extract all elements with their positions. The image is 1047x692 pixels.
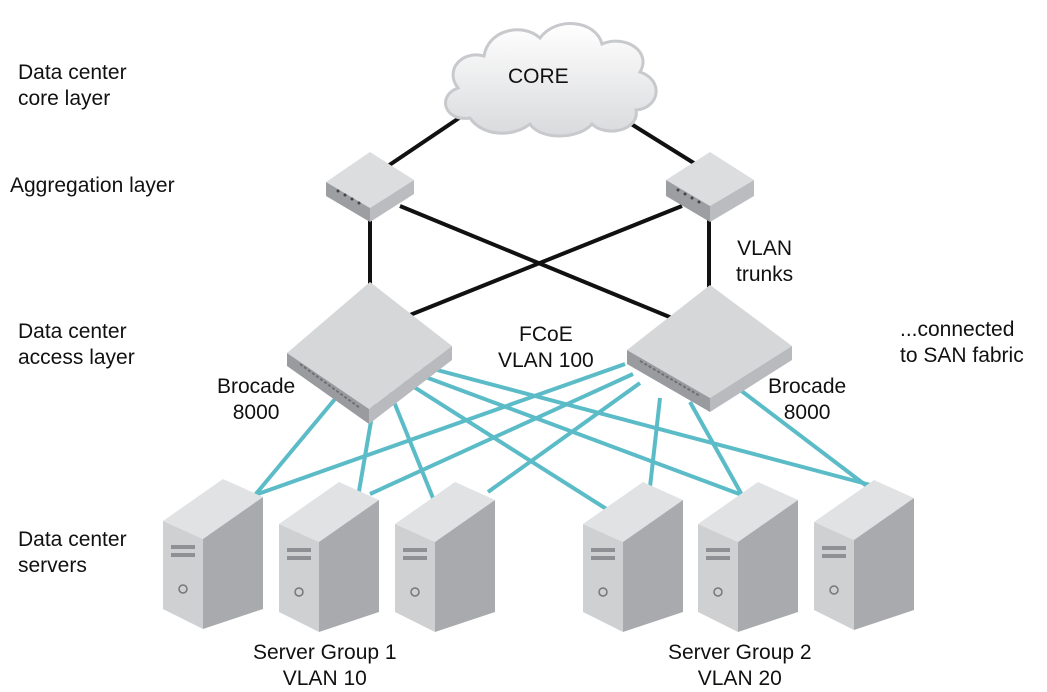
aggregation-layer-label: Aggregation layer xyxy=(10,174,175,197)
access-switch-left xyxy=(287,282,452,424)
fcoe-link xyxy=(733,384,874,492)
access-switch-right xyxy=(627,285,792,412)
vlan-trunks-label-line2: trunks xyxy=(736,263,794,286)
core-cloud xyxy=(444,22,658,138)
access-layer-label-line1: Data center xyxy=(18,320,127,343)
server-group-2-vlan: VLAN 20 xyxy=(697,667,782,690)
servers-label-line2: servers xyxy=(18,554,87,577)
fcoe-link xyxy=(388,391,437,504)
servers-label-line1: Data center xyxy=(18,528,127,551)
server-group-1-name: Server Group 1 xyxy=(253,641,397,664)
server-group-2-name: Server Group 2 xyxy=(668,641,812,664)
trunk-cross-b xyxy=(409,204,683,317)
core-layer-label-line2: core layer xyxy=(18,87,111,110)
server-group-1-vlan: VLAN 10 xyxy=(282,667,367,690)
fcoe-link xyxy=(253,391,342,497)
server-4 xyxy=(583,482,683,632)
server-2 xyxy=(279,482,379,632)
server-6 xyxy=(814,480,914,630)
switch-left-label-line2: 8000 xyxy=(232,401,280,424)
fcoe-link xyxy=(254,362,626,497)
aggregation-switch-left xyxy=(326,152,414,222)
server-1 xyxy=(163,479,263,629)
san-fabric-note: ...connected to SAN fabric xyxy=(900,317,1024,369)
fcoe-link xyxy=(411,370,743,497)
vlan-trunks-label-line1: VLAN xyxy=(737,237,793,260)
fcoe-link xyxy=(688,401,744,496)
core-layer-label-line1: Data center xyxy=(18,61,127,84)
switch-right-label: Brocade 8000 xyxy=(768,374,846,426)
access-layer-label-line2: access layer xyxy=(18,346,135,369)
fcoe-link xyxy=(648,397,662,488)
san-fabric-note-line2: to SAN fabric xyxy=(900,344,1024,367)
switch-right-label-line1: Brocade xyxy=(768,375,847,398)
fcoe-link xyxy=(401,378,610,512)
server-group-2-label: Server Group 2 VLAN 20 xyxy=(668,640,812,692)
fcoe-link xyxy=(421,364,879,489)
fcoe-label-line2: VLAN 100 xyxy=(498,349,594,372)
servers-label: Data center servers xyxy=(18,527,127,579)
switch-left-label: Brocade 8000 xyxy=(217,374,295,426)
core-layer-label: Data center core layer xyxy=(18,60,127,112)
vlan-trunk-links xyxy=(368,204,711,320)
fcoe-label: FCoE VLAN 100 xyxy=(498,322,594,374)
fcoe-link xyxy=(486,381,642,494)
server-group-1-label: Server Group 1 VLAN 10 xyxy=(253,640,397,692)
trunk-cross-a xyxy=(399,204,673,320)
fcoe-links xyxy=(253,362,879,512)
vlan-trunks-label: VLAN trunks xyxy=(736,236,793,288)
san-fabric-note-line1: ...connected xyxy=(900,318,1015,341)
switch-right-label-line2: 8000 xyxy=(783,401,831,424)
aggregation-switch-right xyxy=(666,152,754,222)
fcoe-link xyxy=(369,372,634,496)
server-3 xyxy=(395,482,495,632)
switch-left-label-line1: Brocade xyxy=(217,375,296,398)
fcoe-label-line1: FCoE xyxy=(519,323,573,346)
access-layer-label: Data center access layer xyxy=(18,319,135,371)
server-5 xyxy=(698,482,798,632)
cloud-label: CORE xyxy=(508,65,569,88)
core-link-left xyxy=(380,110,470,172)
